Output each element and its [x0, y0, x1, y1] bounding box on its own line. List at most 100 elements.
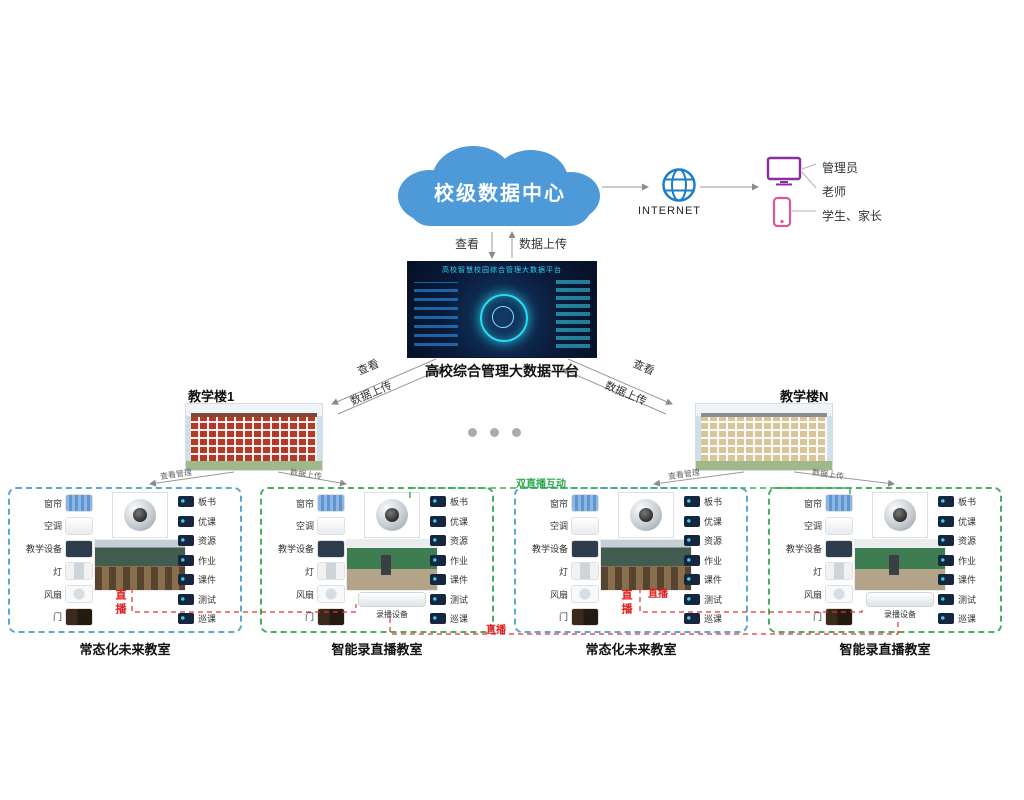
platform-caption: 高校综合管理大数据平台 [425, 363, 579, 379]
internet-label: INTERNET [638, 205, 701, 217]
feature-item: 巡课 [938, 612, 996, 625]
feature-item: 测试 [430, 593, 488, 606]
recorder-device-photo [359, 593, 425, 606]
feature-thumb-icon [430, 613, 446, 624]
device-item: 灯 [14, 563, 92, 580]
feature-thumb-icon [938, 593, 954, 605]
device-item: 风扇 [14, 586, 92, 603]
device-label: 空调 [803, 521, 822, 532]
feature-thumb-icon [430, 554, 446, 566]
device-thumb-icon [318, 540, 344, 557]
feature-thumb-icon [178, 496, 194, 507]
device-thumb-icon [66, 517, 92, 534]
live-label: 直播 [620, 589, 632, 617]
feature-item: 测试 [178, 593, 236, 606]
feature-thumb-icon [684, 496, 700, 507]
feature-label: 巡课 [198, 614, 217, 624]
device-item: 风扇 [774, 586, 852, 603]
feature-item: 板书 [938, 495, 996, 508]
classroom-group: 直播窗帘空调教学设备灯风扇门板书优课资源作业课件测试巡课 [8, 487, 242, 633]
classroom-photo [855, 540, 945, 590]
device-item: 门 [14, 608, 92, 625]
device-thumb-icon [66, 608, 92, 625]
building1-label: 教学楼1 [188, 389, 235, 404]
feature-thumb-icon [684, 613, 700, 624]
feature-label: 板书 [450, 497, 469, 507]
flow-label-view: 查看 [455, 237, 480, 251]
feature-thumb-icon [430, 496, 446, 507]
device-label: 风扇 [43, 589, 62, 600]
device-label: 教学设备 [531, 544, 568, 555]
feature-thumb-icon [430, 574, 446, 585]
classroom-middle [94, 493, 186, 590]
device-label: 灯 [304, 566, 314, 577]
device-item: 教学设备 [14, 540, 92, 557]
device-item: 门 [774, 608, 852, 625]
flow-label-upload-left: 数据上传 [348, 379, 394, 409]
device-item: 门 [266, 608, 344, 625]
building-ground [186, 460, 322, 470]
feature-item: 资源 [430, 534, 488, 547]
device-label: 空调 [295, 521, 314, 532]
feature-item: 资源 [178, 534, 236, 547]
camera-dome [630, 499, 662, 531]
feature-label: 作业 [704, 555, 723, 566]
internet-globe-icon [660, 166, 698, 204]
device-item: 窗帘 [266, 495, 344, 511]
feature-item: 优课 [430, 515, 488, 528]
feature-item: 巡课 [178, 612, 236, 625]
feature-label: 板书 [198, 497, 217, 507]
feature-item: 巡课 [430, 612, 488, 625]
device-column: 窗帘空调教学设备灯风扇门 [520, 495, 598, 625]
device-label: 门 [304, 612, 314, 623]
building-roof [701, 412, 827, 418]
connector-monitor-teacher [801, 171, 817, 189]
user-label-admin: 管理员 [822, 161, 859, 175]
feature-item: 资源 [684, 534, 742, 547]
classroom-group: 窗帘空调教学设备灯风扇门录播设备板书优课资源作业课件测试巡课 [260, 487, 494, 633]
building1-photo [186, 404, 322, 470]
device-label: 门 [558, 612, 568, 623]
device-thumb-icon [66, 586, 92, 603]
device-label: 窗帘 [803, 498, 822, 509]
feature-item: 测试 [684, 593, 742, 606]
feature-thumb-icon [684, 593, 700, 605]
feature-label: 资源 [958, 536, 977, 546]
feature-thumb-icon [938, 574, 954, 585]
device-thumb-icon [318, 586, 344, 603]
feature-label: 巡课 [450, 614, 469, 624]
buildingN-photo [696, 404, 832, 470]
classroom-group: 窗帘空调教学设备灯风扇门录播设备板书优课资源作业课件测试巡课 [768, 487, 1002, 633]
feature-column: 板书优课资源作业课件测试巡课 [938, 495, 996, 625]
device-item: 窗帘 [520, 495, 598, 511]
feature-item: 优课 [938, 515, 996, 528]
feature-thumb-icon [178, 593, 194, 605]
device-item: 风扇 [520, 586, 598, 603]
feature-item: 作业 [178, 554, 236, 567]
feature-label: 作业 [450, 555, 469, 566]
device-label: 风扇 [803, 589, 822, 600]
feature-thumb-icon [178, 554, 194, 566]
device-label: 风扇 [295, 589, 314, 600]
device-item: 教学设备 [520, 540, 598, 557]
feature-label: 作业 [958, 555, 977, 566]
feature-label: 课件 [450, 575, 469, 585]
device-label: 灯 [52, 566, 62, 577]
feature-thumb-icon [178, 515, 194, 527]
feature-thumb-icon [178, 574, 194, 585]
feature-label: 优课 [198, 516, 217, 527]
feature-column: 板书优课资源作业课件测试巡课 [178, 495, 236, 625]
feature-label: 板书 [958, 497, 977, 507]
feature-thumb-icon [684, 554, 700, 566]
classroom-group: 直播窗帘空调教学设备灯风扇门板书优课资源作业课件测试巡课 [514, 487, 748, 633]
device-column: 窗帘空调教学设备灯风扇门 [14, 495, 92, 625]
flow-label-view-manage-b1: 查看管理 [159, 467, 193, 482]
device-item: 窗帘 [774, 495, 852, 511]
live-label-mid: 直播 [648, 589, 668, 600]
device-label: 窗帘 [549, 498, 568, 509]
device-thumb-icon [318, 563, 344, 580]
device-label: 灯 [558, 566, 568, 577]
device-label: 门 [52, 612, 62, 623]
